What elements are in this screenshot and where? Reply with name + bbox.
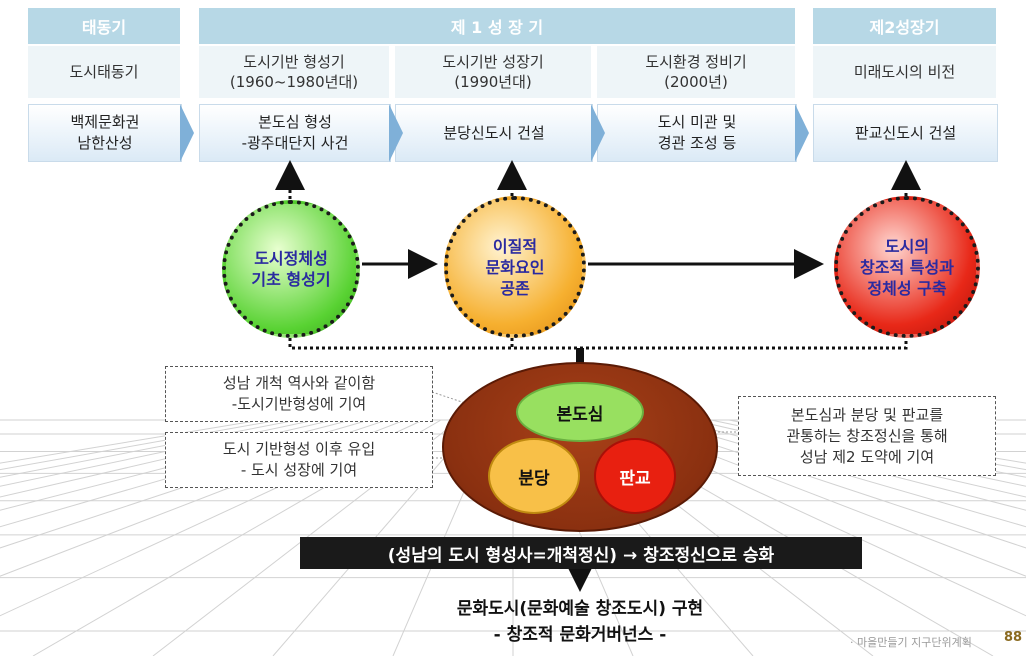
stage-label: 창조적 특성과 (860, 257, 954, 277)
event-line: 본도심 형성 (258, 113, 332, 131)
note-line: 관통하는 창조정신을 통해 (786, 426, 948, 445)
note-leader (431, 391, 481, 409)
stage-label: 문화요인 (485, 257, 545, 277)
note-line: - 도시 성장에 기여 (240, 461, 358, 479)
chevron-right-icon (795, 104, 809, 162)
page-number: 88 (1004, 630, 1023, 645)
stage-label: 기초 형성기 (251, 270, 331, 289)
event-line: -광주대단지 사건 (241, 134, 349, 152)
event-box-bundang: 분당신도시 건설 (395, 104, 593, 162)
period-environment: 도시환경 정비기 (2000년) (597, 46, 795, 98)
period-label: 도시태동기 (69, 63, 139, 81)
event-box-downtown: 본도심 형성 -광주대단지 사건 (199, 104, 391, 162)
event-line: 도시 미관 및 (657, 113, 737, 131)
note-line: -도시기반형성에 기여 (231, 395, 367, 413)
period-label: 도시기반 형성기 (243, 53, 345, 71)
event-line: 남한산성 (77, 134, 133, 152)
note-creative-spirit: 본도심과 분당 및 판교를 관통하는 창조정신을 통해 성남 제2 도약에 기여 (738, 396, 996, 476)
note-line: 성남 개척 역사와 같이함 (222, 374, 376, 392)
stage-label: 공존 (500, 278, 530, 298)
slogan-banner: (성남의 도시 형성사=개척정신) → 창조정신으로 승화 (300, 537, 862, 569)
event-box-landscape: 도시 미관 및 경관 조성 등 (597, 104, 797, 162)
grid-line (0, 419, 280, 471)
event-line: 분당신도시 건설 (443, 123, 545, 142)
grid-line (0, 419, 298, 478)
period-label: 도시환경 정비기 (645, 53, 747, 71)
stage-circle-identity-foundation: 도시정체성 기초 형성기 (222, 200, 360, 338)
event-line: 판교신도시 건설 (854, 123, 957, 142)
grid-line (620, 419, 1026, 577)
phase-header-second-growth: 제2성장기 (813, 8, 996, 44)
chevron-right-icon (389, 104, 403, 162)
note-line: 도시 기반형성 이후 유입 (222, 440, 376, 458)
period-foundation: 도시기반 형성기 (1960~1980년대) (199, 46, 389, 98)
region-bundang: 분당 (488, 438, 580, 514)
dotted-bracket (288, 326, 908, 350)
period-label: 도시기반 성장기 (442, 53, 544, 71)
stage-label: 도시의 (884, 236, 930, 256)
period-years: (2000년) (664, 73, 728, 91)
stage-label: 도시정체성 (254, 249, 328, 268)
note-urban-growth: 도시 기반형성 이후 유입 - 도시 성장에 기여 (165, 432, 433, 488)
stage-circle-creative-identity: 도시의 창조적 특성과 정체성 구축 (834, 196, 980, 338)
conclusion-title: 문화도시(문화예술 창조도시) 구현 (456, 599, 704, 619)
stage-label: 정체성 구축 (867, 278, 947, 298)
chevron-right-icon (591, 104, 605, 162)
grid-line (0, 419, 316, 487)
period-future: 미래도시의 비전 (813, 46, 996, 98)
grid-line (0, 419, 262, 464)
period-years: (1990년대) (454, 73, 532, 91)
region-pangyo: 판교 (594, 438, 676, 514)
stage-circle-cultural-coexistence: 이질적 문화요인 공존 (444, 196, 586, 338)
chevron-right-icon (180, 104, 194, 162)
period-growth: 도시기반 성장기 (1990년대) (395, 46, 591, 98)
event-box-pangyo: 판교신도시 건설 (813, 104, 998, 162)
region-main-downtown: 본도심 (516, 382, 644, 442)
phase-header-first-growth: 제 1 성 장 기 (199, 8, 795, 44)
conclusion-subtitle: - 창조적 문화거버넌스 - (493, 625, 667, 645)
period-years: (1960~1980년대) (229, 73, 359, 91)
event-line: 경관 조성 등 (657, 134, 737, 152)
note-pioneer-history: 성남 개척 역사와 같이함 -도시기반형성에 기여 (165, 366, 433, 422)
event-box-baekje: 백제문화권 남한산성 (28, 104, 182, 162)
stage-label: 이질적 (492, 236, 538, 256)
footer-caption: · 마을만들기 지구단위계획 (850, 636, 972, 649)
note-line: 성남 제2 도약에 기여 (799, 447, 935, 466)
phase-header-embryonic: 태동기 (28, 8, 180, 44)
event-line: 백제문화권 (70, 113, 140, 131)
grid-line (0, 419, 334, 498)
period-embryonic: 도시태동기 (28, 46, 180, 98)
seongnam-oval (442, 362, 718, 532)
period-label: 미래도시의 비전 (853, 63, 956, 81)
note-line: 본도심과 분당 및 판교를 (790, 405, 944, 424)
grid-line (764, 419, 1026, 464)
